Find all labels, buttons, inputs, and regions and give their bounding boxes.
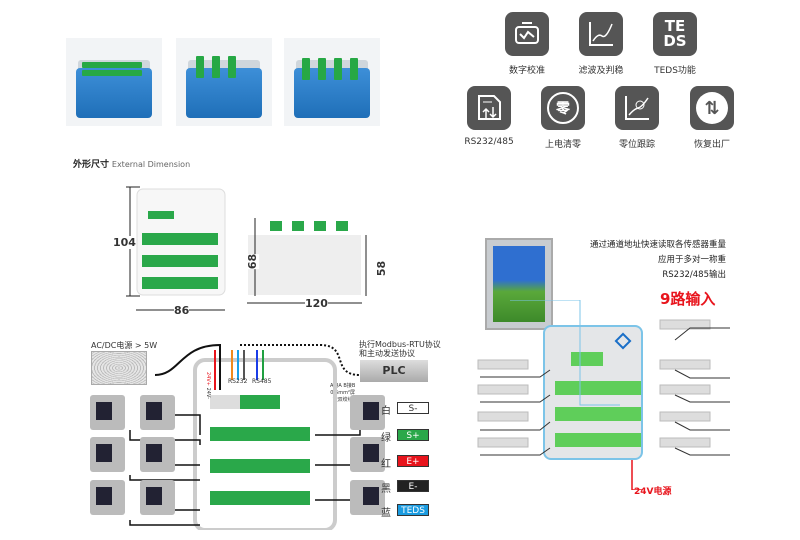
factory-reset-icon: ⇅ [690, 86, 734, 130]
protocol-line: 和主动发送协议 [359, 349, 415, 358]
plc-box: PLC [360, 360, 428, 382]
legend-tag: E+ [397, 455, 429, 467]
feature-label: TEDS功能 [654, 66, 696, 76]
app-line: RS232/485输出 [662, 270, 726, 280]
feature-label: 零位跟踪 [618, 140, 655, 150]
dim-side-height-label: 68 [246, 253, 260, 270]
power-on-zero-icon: 零 [541, 86, 585, 130]
filter-curve-icon [579, 12, 623, 56]
product-photo-3 [284, 38, 380, 126]
dimension-title: 外形尺寸 External Dimension [73, 157, 190, 170]
dimension-title-en: External Dimension [111, 160, 191, 169]
rs232-label: RS232 [228, 378, 248, 385]
dim-body-height-label: 58 [375, 260, 389, 277]
feature-label: RS232/485 [464, 137, 514, 147]
wiring-lines [90, 343, 385, 530]
cable-note-line: 0.5mm²屏 [330, 390, 355, 396]
legend-tag: TEDS [397, 504, 429, 516]
rs485-label: RS485 [252, 378, 272, 385]
protocol-label: 执行Modbus-RTU协议和主动发送协议 [359, 340, 441, 358]
app-line: 应用于多对一称重 [657, 255, 726, 265]
power-supply-label: AC/DC电源 > 5W [91, 341, 158, 350]
power-term: 24V+ [205, 372, 211, 386]
feature-label: 数字校准 [508, 66, 545, 76]
legend-tag: S+ [397, 429, 429, 441]
legend-name: 绿 [381, 433, 391, 444]
legend-name: 红 [381, 459, 391, 470]
protocol-line: 执行Modbus-RTU协议 [359, 340, 441, 349]
industrial-monitor [485, 238, 553, 330]
legend-name: 白 [381, 406, 391, 417]
feature-label: 上电清零 [544, 140, 581, 150]
product-photo-1 [66, 38, 162, 126]
power-terminal-labels: 24V+ 24V- [205, 372, 211, 399]
feature-label: 恢复出厂 [693, 140, 730, 150]
power-supply [91, 351, 147, 385]
zero-tracking-icon [615, 86, 659, 130]
cable-note-line: A接A B接B [330, 383, 356, 389]
legend-name: 蓝 [381, 508, 391, 519]
dim-length-label: 120 [305, 297, 328, 310]
app-description: 通过通道地址快速读取各传感器重量 应用于多对一称重 RS232/485输出 [560, 238, 726, 283]
channel-headline: 9路输入 [660, 290, 716, 308]
dimension-title-cn: 外形尺寸 [73, 160, 110, 170]
digital-calibration-icon [505, 12, 549, 56]
rs232-485-document-icon [467, 86, 511, 130]
legend-tag: S- [397, 402, 429, 414]
power-label: 24V电源 [634, 487, 672, 497]
dimension-drawing [126, 186, 367, 311]
legend-name: 黑 [381, 484, 391, 495]
module-board [543, 325, 643, 460]
app-wires [477, 300, 730, 490]
product-photo-2 [176, 38, 272, 126]
feature-label: 滤波及判稳 [578, 66, 624, 76]
legend-tag: E- [397, 480, 429, 492]
cable-note-line: 蔽双绞线 [332, 397, 353, 403]
dim-height-label: 104 [113, 236, 136, 249]
power-term: 24V- [205, 387, 211, 399]
teds-icon: TE DS [653, 12, 697, 56]
dim-width-label: 86 [174, 304, 190, 317]
app-line: 通过通道地址快速读取各传感器重量 [589, 240, 726, 250]
